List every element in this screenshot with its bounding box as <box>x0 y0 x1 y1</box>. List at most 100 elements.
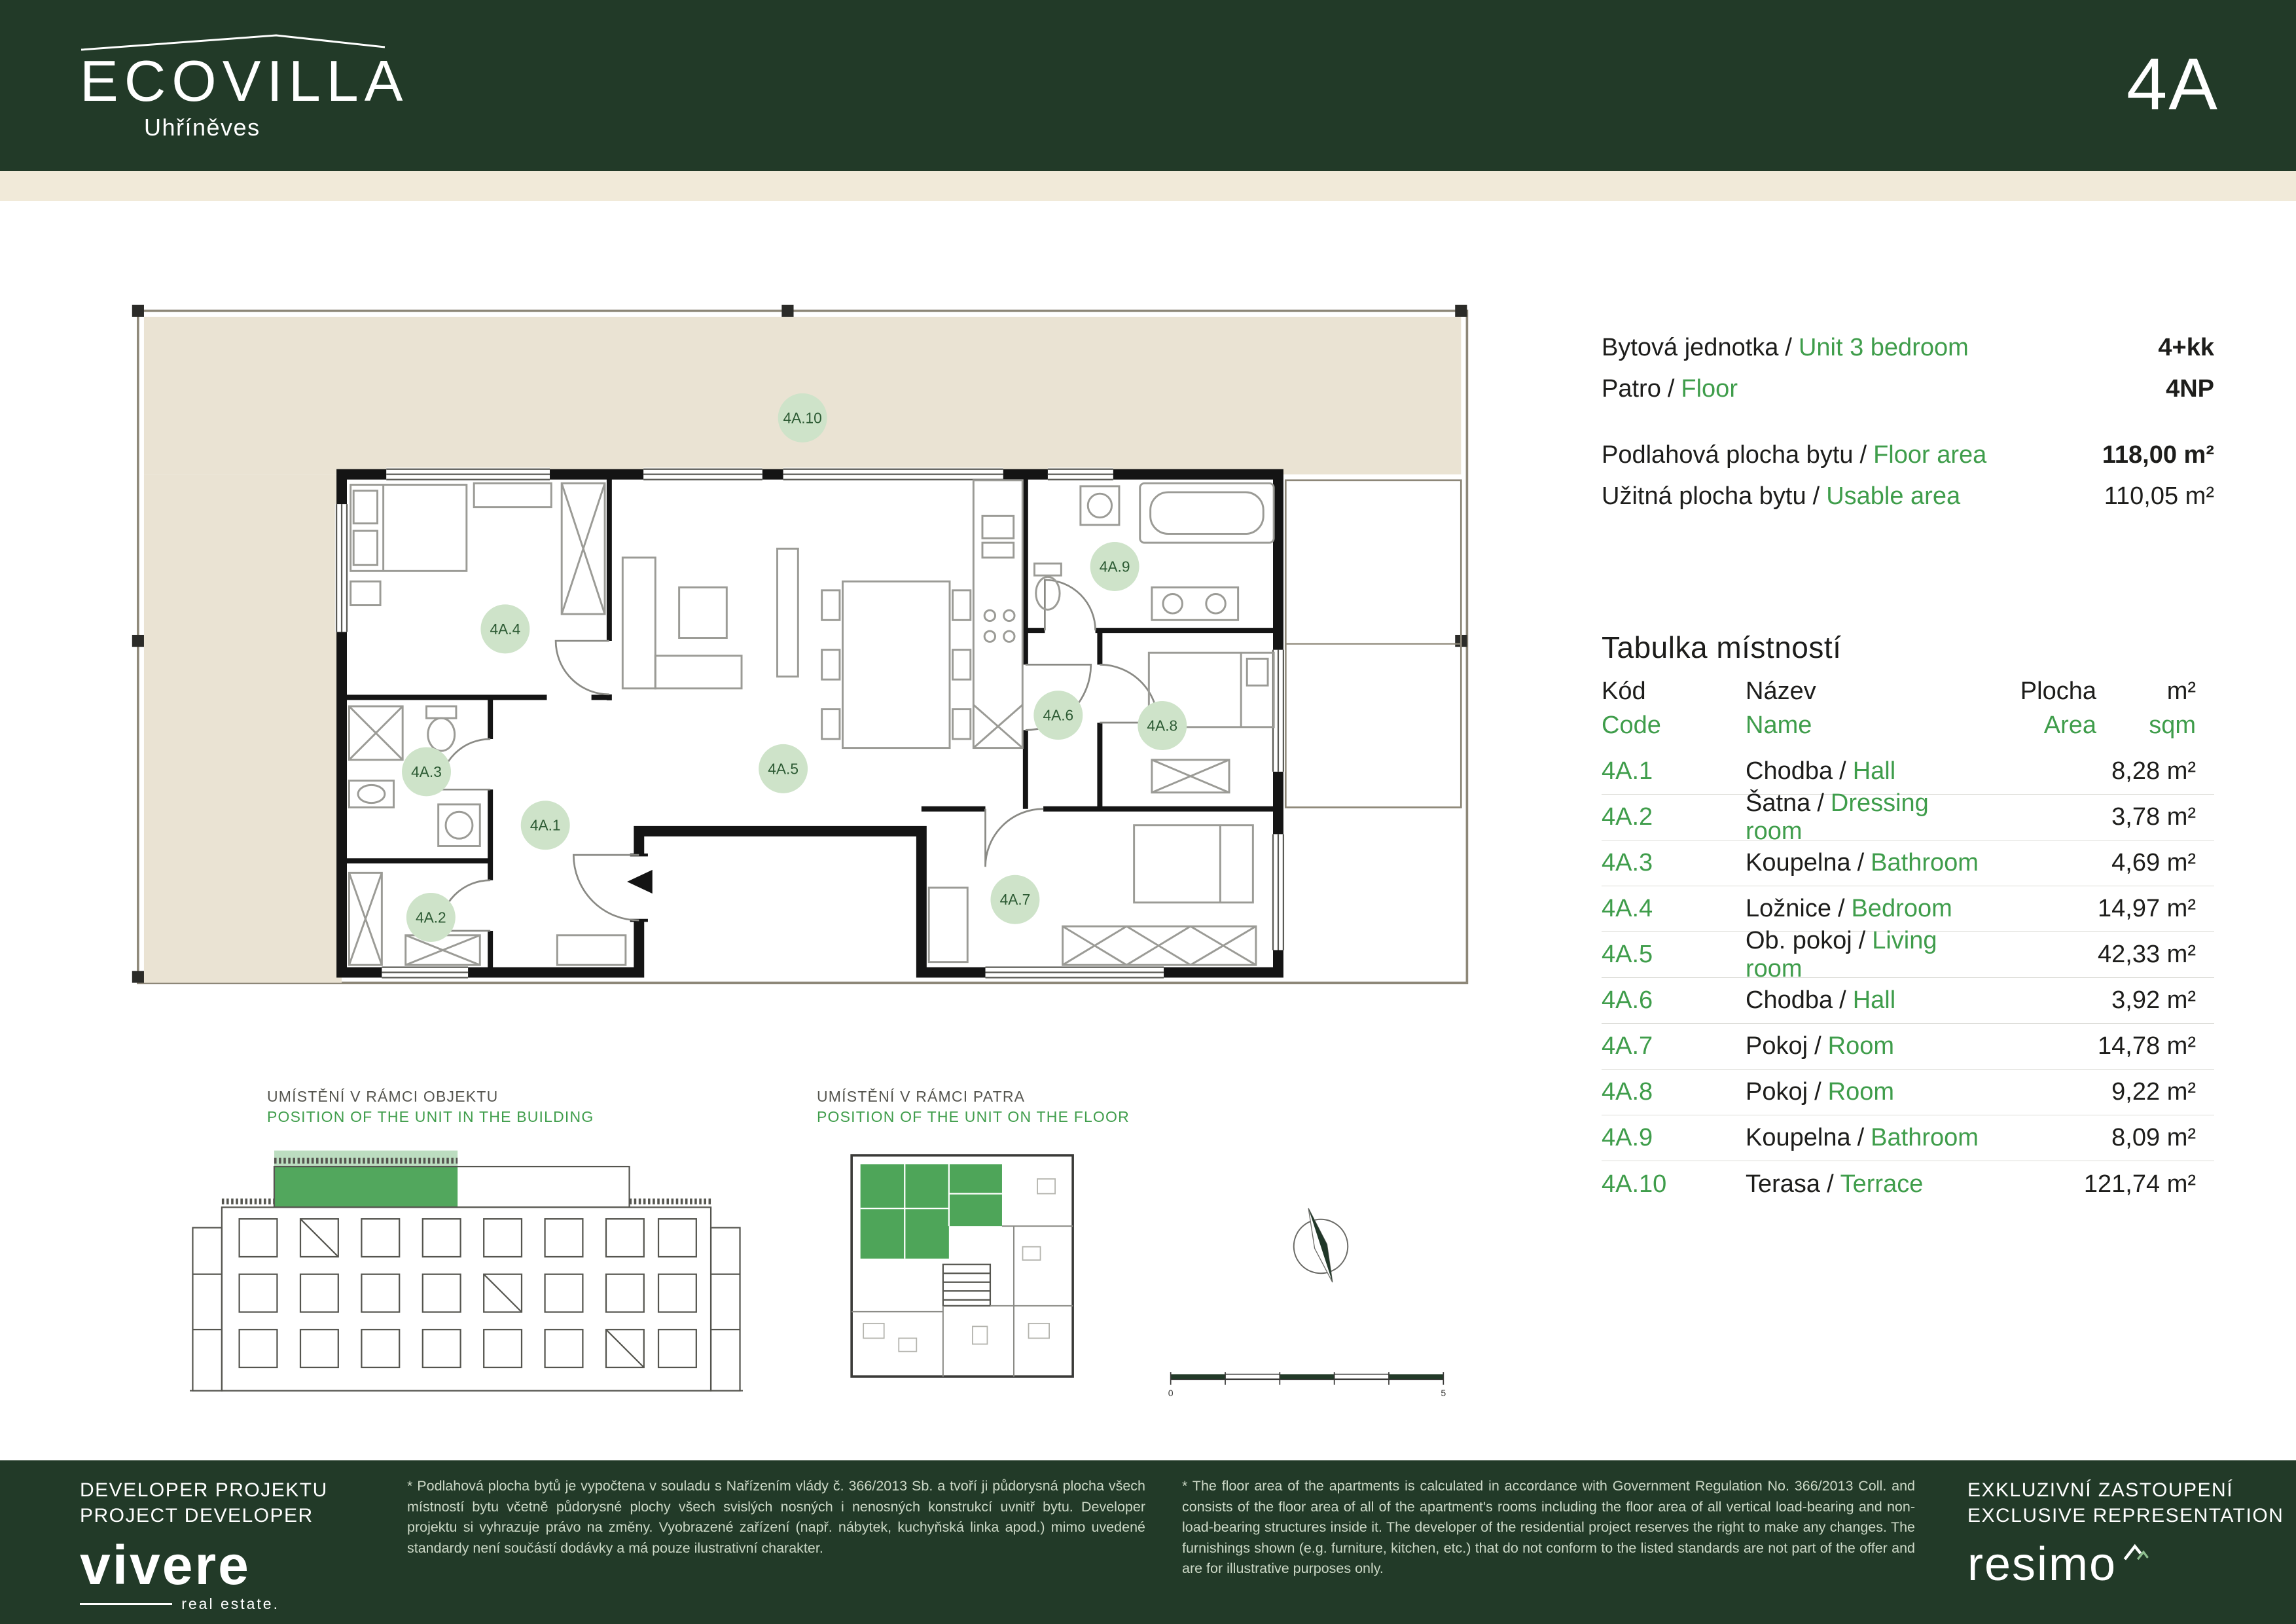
svg-text:4A.4: 4A.4 <box>490 621 521 638</box>
header-code-cs: Kód <box>1602 677 1646 705</box>
highlighted-unit <box>860 1164 1002 1259</box>
disclaimer-en: * The floor area of the apartments is ca… <box>1182 1478 1915 1576</box>
unit-type-row: Bytová jednotka/Unit 3 bedroom 4+kk <box>1602 333 2214 361</box>
room-code: 4A.6 <box>1602 986 1653 1014</box>
building-title-en: POSITION OF THE UNIT IN THE BUILDING <box>267 1108 594 1125</box>
unit-code: 4A <box>2126 43 2219 125</box>
room-code: 4A.2 <box>1602 803 1653 831</box>
room-name-en: Bathroom <box>1871 1124 1979 1151</box>
usable-area-row: Užitná plocha bytu/Usable area 110,05 m² <box>1602 482 2214 510</box>
scale-end: 5 <box>1441 1388 1446 1398</box>
svg-text:4A.2: 4A.2 <box>416 909 446 926</box>
interior-walls <box>342 474 1278 973</box>
brand-logo: ECOVILLA Uhříněves <box>80 33 408 141</box>
floor-label-cs: Patro <box>1602 374 1661 403</box>
header-name-en: Name <box>1746 711 1812 739</box>
usable-area-value: 110,05 m² <box>2104 482 2214 510</box>
representation-label-en: EXCLUSIVE REPRESENTATION <box>1967 1505 2284 1526</box>
room-label-4a7: 4A.7 <box>990 875 1040 924</box>
unit-type-value: 4+kk <box>2158 333 2214 361</box>
room-name-en: Hall <box>1852 757 1896 785</box>
floor-title-en: POSITION OF THE UNIT ON THE FLOOR <box>817 1108 1130 1125</box>
resimo-roof-icon <box>2123 1543 2149 1561</box>
room-area: 14,78 m² <box>2098 1032 2196 1060</box>
floor-title-cs: UMÍSTĚNÍ V RÁMCI PATRA <box>817 1088 1026 1105</box>
cream-divider <box>0 171 2296 201</box>
room-table-title: Tabulka místností <box>1602 630 1842 664</box>
floor-plan: 4A.10 4A.4 4A.9 4A.6 4A.8 4A.5 4A.3 4A.1… <box>132 304 1469 984</box>
floor-label-en: Floor <box>1681 374 1738 403</box>
info-panel: Bytová jednotka/Unit 3 bedroom 4+kk Patr… <box>1602 0 2214 1460</box>
resimo-logo: resimo <box>1967 1538 2117 1591</box>
floor-diagram-title: UMÍSTĚNÍ V RÁMCI PATRA POSITION OF THE U… <box>817 1087 1130 1127</box>
room-label-4a8: 4A.8 <box>1138 701 1187 750</box>
developer-label-en: PROJECT DEVELOPER <box>80 1505 314 1526</box>
room-code: 4A.9 <box>1602 1124 1653 1151</box>
svg-text:4A.8: 4A.8 <box>1147 717 1177 734</box>
room-name-en: Living room <box>1746 926 1937 983</box>
room-area: 8,09 m² <box>2111 1124 2196 1151</box>
room-name-cs: Koupelna <box>1746 849 1851 876</box>
svg-text:4A.6: 4A.6 <box>1043 707 1073 724</box>
room-area: 121,74 m² <box>2083 1170 2196 1198</box>
room-label-4a2: 4A.2 <box>406 893 456 942</box>
representation-block: EXKLUZIVNÍ ZASTOUPENÍ EXCLUSIVE REPRESEN… <box>1967 1477 2284 1589</box>
room-label-4a6: 4A.6 <box>1033 691 1083 740</box>
unit-type-label-en: Unit 3 bedroom <box>1798 333 1969 361</box>
room-label-4a5: 4A.5 <box>759 744 808 793</box>
vivere-logo: vivere <box>80 1534 251 1596</box>
windows <box>334 467 1285 979</box>
floor-area-label-en: Floor area <box>1873 441 1987 469</box>
room-name-en: Terrace <box>1840 1170 1924 1198</box>
header-bar: ECOVILLA Uhříněves 4A <box>0 0 2296 171</box>
room-name-cs: Chodba <box>1746 757 1833 785</box>
usable-area-label-en: Usable area <box>1826 482 1961 510</box>
room-code: 4A.10 <box>1602 1170 1667 1198</box>
svg-text:4A.7: 4A.7 <box>1000 891 1031 908</box>
scale-start: 0 <box>1168 1388 1174 1398</box>
balcony-right <box>1284 479 1462 808</box>
building-elevation-diagram <box>190 1150 743 1392</box>
building-title-cs: UMÍSTĚNÍ V RÁMCI OBJEKTU <box>267 1088 499 1105</box>
brand-roofline-icon <box>81 34 386 51</box>
room-code: 4A.3 <box>1602 849 1653 876</box>
room-label-4a9: 4A.9 <box>1090 542 1139 591</box>
scale-bar: 0 5 <box>1168 1372 1446 1398</box>
room-name-cs: Terasa <box>1746 1170 1821 1198</box>
room-code: 4A.7 <box>1602 1032 1653 1060</box>
floor-area-label-cs: Podlahová plocha bytu <box>1602 441 1854 469</box>
room-name-cs: Koupelna <box>1746 1124 1851 1151</box>
entrance-arrow <box>627 869 653 894</box>
vivere-logo-sub: real estate. <box>181 1595 279 1612</box>
room-code: 4A.1 <box>1602 757 1653 785</box>
developer-label-cs: DEVELOPER PROJEKTU <box>80 1479 328 1501</box>
svg-text:4A.5: 4A.5 <box>768 760 798 777</box>
room-name-cs: Šatna <box>1746 789 1811 817</box>
room-label-4a4: 4A.4 <box>480 604 530 654</box>
brand-name: ECOVILLA <box>80 48 409 113</box>
floor-row: Patro/Floor 4NP <box>1602 374 2214 403</box>
room-label-4a1: 4A.1 <box>520 801 570 850</box>
room-code: 4A.8 <box>1602 1078 1653 1106</box>
unit-type-label-cs: Bytová jednotka <box>1602 333 1779 361</box>
room-area: 14,97 m² <box>2098 895 2196 922</box>
floor-area-row: Podlahová plocha bytu/Floor area 118,00 … <box>1602 441 2214 469</box>
room-name-cs: Pokoj <box>1746 1032 1808 1060</box>
room-name-en: Room <box>1827 1078 1894 1106</box>
disclaimer-cs: * Podlahová plocha bytů je vypočtena v s… <box>407 1478 1145 1556</box>
room-name-en: Room <box>1827 1032 1894 1060</box>
room-label-4a3: 4A.3 <box>402 747 451 797</box>
usable-area-label-cs: Užitná plocha bytu <box>1602 482 1806 510</box>
svg-text:4A.3: 4A.3 <box>411 763 442 780</box>
room-name-en: Dressing room <box>1746 789 1929 845</box>
room-area: 42,33 m² <box>2098 941 2196 968</box>
svg-text:4A.9: 4A.9 <box>1100 558 1130 575</box>
furniture <box>348 479 1275 966</box>
